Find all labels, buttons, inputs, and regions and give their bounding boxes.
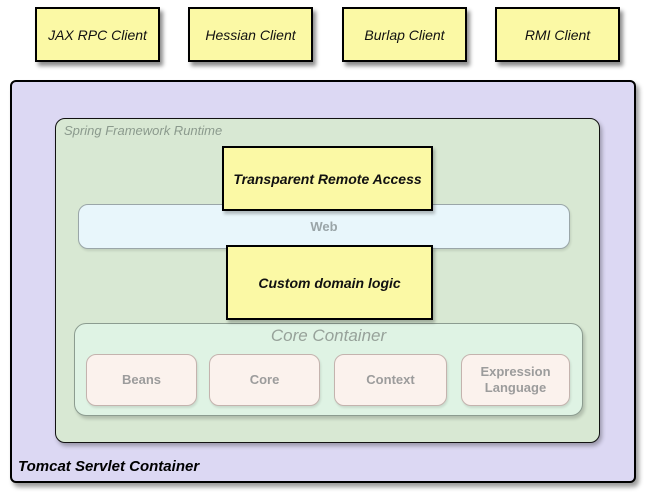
custom-domain-logic-label: Custom domain logic	[258, 274, 401, 291]
module-expression-language-label: Expression Language	[480, 364, 551, 395]
tomcat-servlet-container-label: Tomcat Servlet Container	[18, 458, 200, 475]
module-box-context: Context	[334, 354, 447, 406]
client-box-jax-rpc-label: JAX RPC Client	[48, 26, 147, 43]
module-core-label: Core	[249, 372, 280, 388]
client-box-jax-rpc: JAX RPC Client	[35, 7, 160, 62]
client-box-hessian-label: Hessian Client	[205, 26, 296, 43]
client-box-hessian: Hessian Client	[188, 7, 313, 62]
client-box-rmi: RMI Client	[495, 7, 620, 62]
client-box-burlap-label: Burlap Client	[364, 26, 445, 43]
module-context-label: Context	[366, 372, 415, 388]
transparent-remote-access-label: Transparent Remote Access	[233, 170, 422, 187]
module-beans-label: Beans	[121, 372, 162, 388]
module-box-beans: Beans	[86, 354, 197, 406]
module-box-core: Core	[209, 354, 320, 406]
module-box-expression-language: Expression Language	[461, 354, 570, 406]
core-container-label: Core Container	[270, 326, 387, 345]
client-box-rmi-label: RMI Client	[524, 26, 591, 43]
client-box-burlap: Burlap Client	[342, 7, 467, 62]
custom-domain-logic-box: Custom domain logic	[226, 245, 433, 320]
spring-framework-runtime-label: Spring Framework Runtime	[64, 123, 223, 138]
transparent-remote-access-box: Transparent Remote Access	[222, 146, 433, 211]
web-layer-label: Web	[310, 219, 338, 234]
